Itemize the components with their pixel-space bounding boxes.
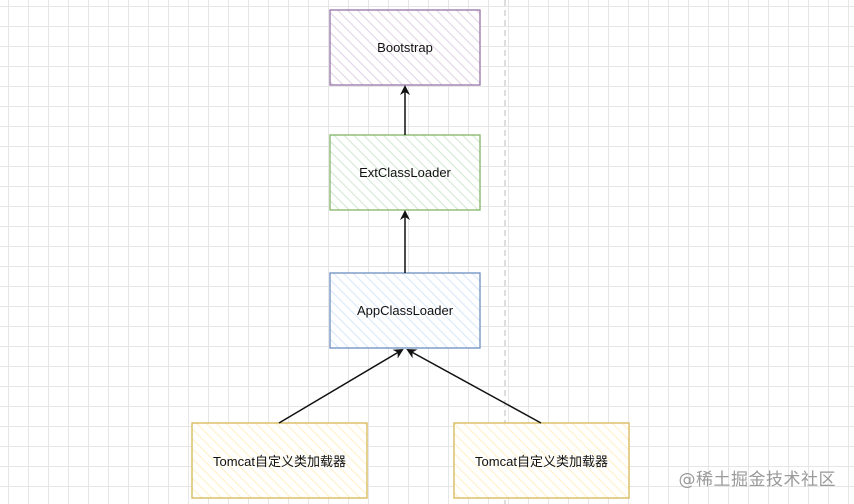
watermark: @稀土掘金技术社区 — [678, 470, 836, 490]
app-class-loader-label: AppClassLoader — [356, 303, 454, 318]
tomcat-loader-left-box[interactable] — [191, 422, 368, 499]
tomcat-loader-right-box[interactable] — [453, 422, 630, 499]
tomcat-loader-right-label: Tomcat自定义类加载器 — [475, 454, 608, 469]
tomcat-loader-left-label: Tomcat自定义类加载器 — [213, 454, 346, 469]
edge-tomcat-left-to-app — [278, 348, 404, 424]
ext-class-loader-box[interactable] — [329, 134, 481, 211]
bootstrap-label: Bootstrap — [377, 40, 433, 55]
ext-class-loader-label: ExtClassLoader — [359, 165, 451, 180]
edge-tomcat-right-to-app — [406, 349, 542, 424]
